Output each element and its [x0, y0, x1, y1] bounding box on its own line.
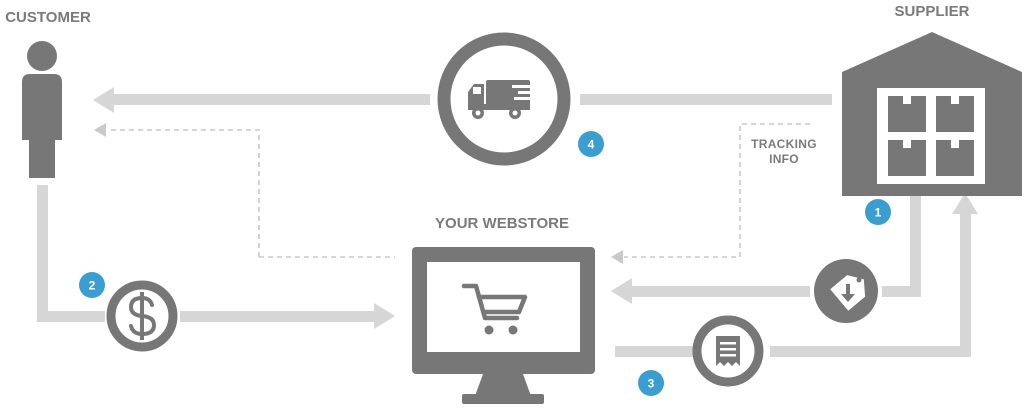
cart-icon — [461, 283, 528, 321]
order-arrow — [611, 196, 921, 304]
tracking-arrowhead-customer — [94, 123, 106, 137]
receipt-icon — [716, 336, 740, 366]
supplier-to-truck-line — [580, 94, 832, 105]
step-badge-4: 4 — [578, 131, 604, 157]
truck-icon — [468, 80, 530, 119]
supplier-node: SUPPLIER — [842, 3, 1022, 196]
monitor-cart-icon — [412, 247, 595, 404]
payment-arrow — [37, 185, 395, 329]
step-number-3: 3 — [648, 377, 655, 391]
tag-download-icon — [830, 275, 866, 311]
webstore-label: YOUR WEBSTORE — [435, 215, 569, 232]
step-badge-3: 3 — [638, 370, 664, 396]
customer-label: CUSTOMER — [5, 9, 91, 26]
step-badge-2: 2 — [79, 272, 105, 298]
tracking-arrowhead-webstore — [611, 250, 623, 264]
delivery-arrow — [93, 87, 430, 113]
customer-node: CUSTOMER — [5, 9, 91, 178]
receipt-node — [692, 315, 764, 387]
receipt-arrow — [615, 193, 978, 357]
step-number-4: 4 — [588, 138, 595, 152]
tracking-label-line1: TRACKING — [751, 137, 817, 151]
dollar-icon — [128, 292, 157, 340]
delivery-node — [437, 32, 571, 166]
order-node — [814, 259, 878, 323]
connectors — [37, 87, 978, 357]
webstore-node: YOUR WEBSTORE — [412, 215, 595, 404]
step-number-2: 2 — [89, 279, 96, 293]
tracking-info-label: TRACKING INFO — [751, 137, 817, 166]
tracking-dashed-lines — [110, 123, 810, 258]
person-icon — [22, 41, 62, 178]
step-badge-1: 1 — [865, 199, 891, 225]
step-number-1: 1 — [875, 206, 882, 220]
supplier-label: SUPPLIER — [894, 3, 969, 20]
warehouse-icon — [842, 32, 1022, 196]
tracking-label-line2: INFO — [769, 152, 799, 166]
payment-node — [106, 280, 178, 352]
